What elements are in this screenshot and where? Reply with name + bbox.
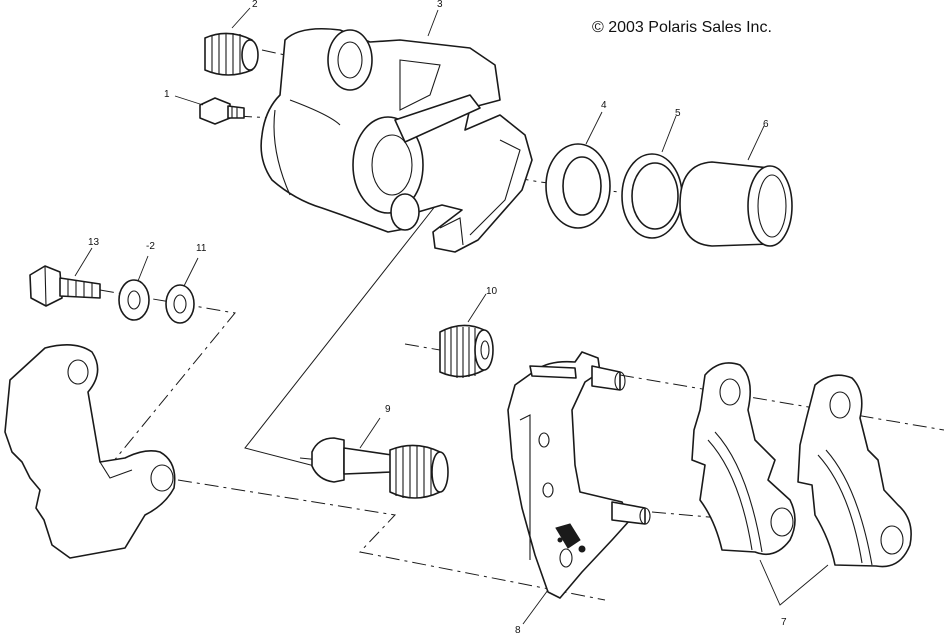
part-3-caliper-body: [260, 9, 533, 253]
part-5-dust-seal: [621, 115, 683, 239]
part-6-piston: [679, 125, 793, 247]
callout-10: 10: [486, 286, 498, 297]
part-12-lock-washer: [118, 255, 150, 321]
callout-6: 6: [763, 119, 769, 130]
part-7-brake-pad-right: [759, 374, 912, 606]
callout-12: -2: [146, 241, 155, 252]
callout-8: 8: [515, 625, 521, 636]
callout-4: 4: [601, 100, 607, 111]
callout-7: 7: [781, 617, 787, 628]
copyright-text: © 2003 Polaris Sales Inc.: [592, 19, 772, 36]
part-1-bleeder-screw: [174, 95, 245, 125]
callout-13: 13: [88, 237, 100, 248]
part-2-bleeder-plug: [204, 7, 259, 76]
part-4-seal: [545, 111, 611, 229]
part-11-washer: [165, 257, 199, 324]
part-9-guide-pin: [311, 417, 449, 499]
callout-3: 3: [437, 0, 443, 10]
part-10-bushing: [439, 293, 494, 378]
part-8-pad-bracket: [507, 351, 651, 625]
callout-1: 1: [164, 89, 170, 100]
callout-5: 5: [675, 108, 681, 119]
callout-11: 11: [196, 243, 207, 254]
callout-9: 9: [385, 404, 391, 415]
part-7-brake-pad-left: [691, 362, 796, 556]
callout-2: 2: [252, 0, 258, 10]
part-13-bolt: [29, 247, 101, 307]
mounting-bracket: [4, 344, 176, 559]
